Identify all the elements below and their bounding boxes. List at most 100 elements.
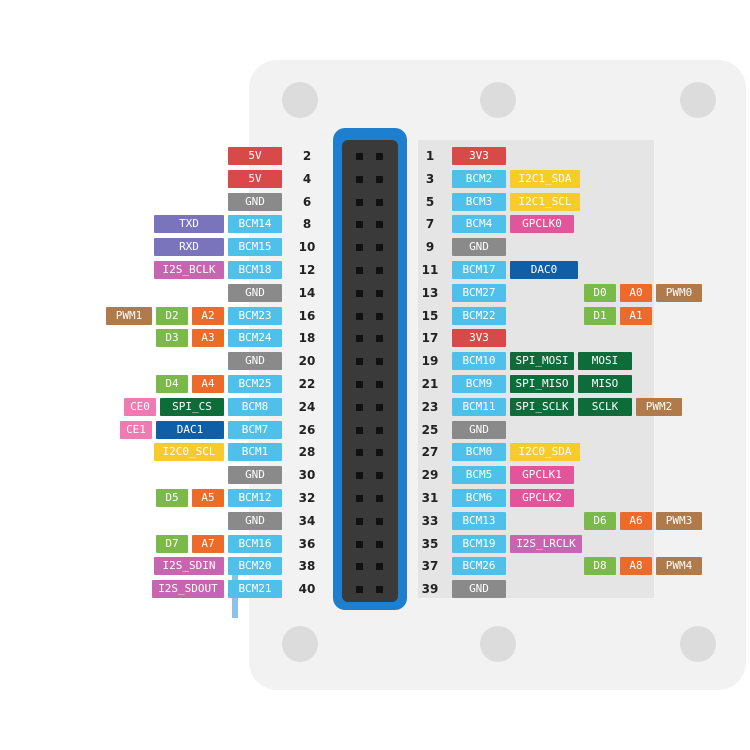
header-pin-40 bbox=[376, 586, 383, 594]
pin-label-spi: SPI_CS bbox=[160, 397, 224, 416]
pin-label-uart: TXD bbox=[154, 215, 224, 234]
pin-label-gnd: GND bbox=[228, 192, 282, 211]
pin-label-bcm: BCM11 bbox=[452, 397, 506, 416]
header-pin-10 bbox=[376, 244, 383, 252]
header-pin-5 bbox=[356, 198, 363, 206]
pin-label-analog: A0 bbox=[620, 283, 652, 302]
pin-label-bcm: BCM19 bbox=[452, 534, 506, 553]
pin-label-bcm: BCM4 bbox=[452, 215, 506, 234]
header-pin-24 bbox=[376, 403, 383, 411]
pin-label-digital: D0 bbox=[584, 283, 616, 302]
pin-label-gnd: GND bbox=[228, 511, 282, 530]
header-pin-12 bbox=[376, 267, 383, 274]
mounting-hole bbox=[680, 626, 716, 662]
pin-label-bcm: BCM1 bbox=[228, 443, 282, 462]
header-pin-31 bbox=[356, 495, 363, 502]
pin-label-bcm: BCM25 bbox=[228, 375, 282, 393]
pin-number-18: 18 bbox=[298, 331, 316, 346]
pin-label-i2s: I2S_BCLK bbox=[154, 261, 224, 279]
pin-label-bcm: BCM27 bbox=[452, 283, 506, 302]
pin-label-power3: 3V3 bbox=[452, 147, 506, 165]
header-pin-17 bbox=[356, 335, 363, 343]
pin-number-14: 14 bbox=[298, 285, 316, 300]
pin-label-i2s: I2S_SDIN bbox=[154, 557, 224, 576]
pin-label-bcm: BCM9 bbox=[452, 375, 506, 393]
pin-label-analog: A8 bbox=[620, 557, 652, 576]
pin-label-gnd: GND bbox=[228, 352, 282, 371]
mounting-hole bbox=[680, 82, 716, 118]
pin-number-38: 38 bbox=[298, 559, 316, 574]
pin-label-pwm: PWM0 bbox=[656, 283, 702, 302]
header-pin-37 bbox=[356, 563, 363, 571]
pin-number-6: 6 bbox=[302, 194, 312, 209]
pin-label-digital: D6 bbox=[584, 511, 616, 530]
pin-label-spi: MOSI bbox=[578, 352, 632, 371]
header-pin-2 bbox=[376, 153, 383, 160]
pin-number-34: 34 bbox=[298, 513, 316, 528]
header-pin-18 bbox=[376, 335, 383, 343]
pin-label-pwm: PWM2 bbox=[636, 397, 682, 416]
header-pin-26 bbox=[376, 426, 383, 434]
header-pin-3 bbox=[356, 175, 363, 183]
mounting-hole bbox=[480, 82, 516, 118]
mounting-hole bbox=[480, 626, 516, 662]
header-pin-34 bbox=[376, 517, 383, 525]
pin-number-36: 36 bbox=[298, 536, 316, 551]
pin-label-gnd: GND bbox=[452, 420, 506, 439]
pin-label-i2c: I2C0_SCL bbox=[154, 443, 224, 462]
pin-label-bcm: BCM22 bbox=[452, 306, 506, 325]
pin-number-26: 26 bbox=[298, 422, 316, 437]
pin-label-spi: SPI_MISO bbox=[510, 375, 574, 393]
pin-label-i2c: I2C1_SCL bbox=[510, 192, 580, 211]
pin-label-gpclk: GPCLK1 bbox=[510, 466, 574, 485]
pin-label-i2s: I2S_SDOUT bbox=[152, 580, 224, 599]
pin-label-bcm: BCM18 bbox=[228, 261, 282, 279]
header-pin-27 bbox=[356, 449, 363, 457]
header-pin-16 bbox=[376, 312, 383, 320]
pin-label-digital: D5 bbox=[156, 489, 188, 507]
pin-number-40: 40 bbox=[298, 582, 316, 597]
pin-number-24: 24 bbox=[298, 399, 316, 414]
pin-number-19: 19 bbox=[421, 354, 439, 369]
pin-label-pwm: PWM1 bbox=[106, 306, 152, 325]
pin-label-gnd: GND bbox=[452, 238, 506, 257]
pin-number-31: 31 bbox=[421, 491, 439, 505]
pin-label-spi: SPI_SCLK bbox=[510, 397, 574, 416]
pin-label-i2c: I2C1_SDA bbox=[510, 169, 580, 188]
pin-number-17: 17 bbox=[421, 331, 439, 346]
pin-label-gpclk: GPCLK0 bbox=[510, 215, 574, 234]
pin-number-33: 33 bbox=[421, 513, 439, 528]
header-pin-29 bbox=[356, 472, 363, 480]
pin-label-dac: DAC1 bbox=[156, 420, 224, 439]
pin-number-13: 13 bbox=[421, 285, 439, 300]
pin-label-digital: D7 bbox=[156, 534, 188, 553]
pin-number-28: 28 bbox=[298, 445, 316, 460]
header-pin-35 bbox=[356, 540, 363, 548]
pin-number-2: 2 bbox=[302, 149, 312, 163]
pin-label-digital: D4 bbox=[156, 375, 188, 393]
pin-label-analog: A2 bbox=[192, 306, 224, 325]
pin-label-i2c: I2C0_SDA bbox=[510, 443, 580, 462]
header-pin-20 bbox=[376, 358, 383, 366]
header-pin-19 bbox=[356, 358, 363, 366]
pin-label-bcm: BCM20 bbox=[228, 557, 282, 576]
pin-number-7: 7 bbox=[425, 217, 435, 232]
pin-label-bcm: BCM6 bbox=[452, 489, 506, 507]
header-pin-38 bbox=[376, 563, 383, 571]
pin-label-bcm: BCM26 bbox=[452, 557, 506, 576]
pin-number-1: 1 bbox=[425, 149, 435, 163]
pin-label-digital: D3 bbox=[156, 329, 188, 348]
header-pin-36 bbox=[376, 540, 383, 548]
header-pin-9 bbox=[356, 244, 363, 252]
pin-label-analog: A6 bbox=[620, 511, 652, 530]
pin-label-digital: D1 bbox=[584, 306, 616, 325]
header-pin-6 bbox=[376, 198, 383, 206]
pin-label-bcm: BCM14 bbox=[228, 215, 282, 234]
pin-label-gnd: GND bbox=[452, 580, 506, 599]
pin-number-22: 22 bbox=[298, 377, 316, 391]
pin-number-8: 8 bbox=[302, 217, 312, 232]
pin-number-10: 10 bbox=[298, 240, 316, 255]
pin-label-analog: A1 bbox=[620, 306, 652, 325]
header-pin-1 bbox=[356, 153, 363, 160]
